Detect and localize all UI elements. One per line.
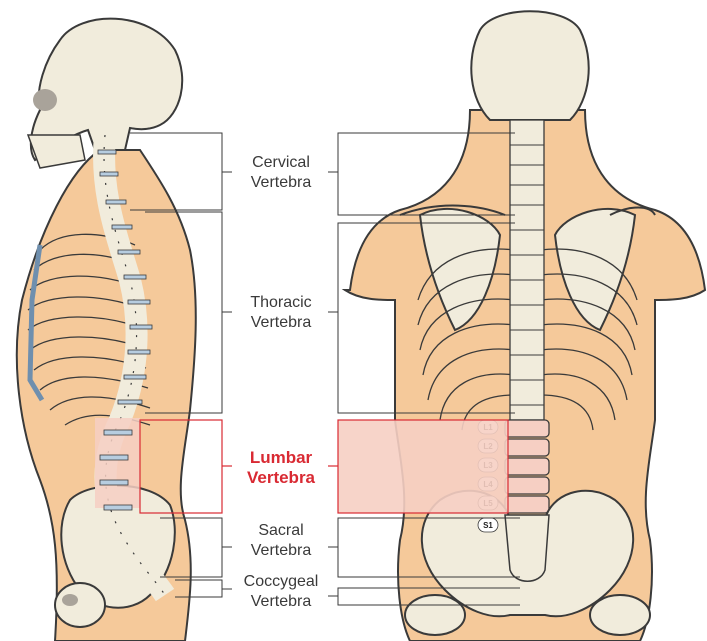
side-pelvis-hole <box>62 594 78 606</box>
bracket-lumbar-right <box>338 420 508 513</box>
region-labels: Cervical Vertebra Thoracic Vertebra Lumb… <box>244 154 319 610</box>
label-thoracic-line2: Vertebra <box>251 314 312 331</box>
label-lumbar-line2: Vertebra <box>247 468 316 487</box>
badge-S1: S1 <box>478 518 498 532</box>
side-jaw <box>28 135 85 168</box>
label-cervical-line1: Cervical <box>252 154 310 171</box>
side-femur-head <box>55 583 105 627</box>
lumbar-brackets <box>140 420 508 513</box>
label-lumbar-line1: Lumbar <box>250 448 313 467</box>
side-view-figure <box>17 19 196 641</box>
back-view-figure <box>345 11 705 641</box>
side-eye-socket <box>33 89 57 111</box>
label-sacral-line1: Sacral <box>258 522 303 539</box>
back-lumbar-vertebrae <box>505 420 549 513</box>
badge-S1-text: S1 <box>483 521 493 530</box>
label-cervical-line2: Vertebra <box>251 174 312 191</box>
label-thoracic-line1: Thoracic <box>250 294 311 311</box>
label-coccygeal-line2: Vertebra <box>251 593 312 610</box>
label-sacral-line2: Vertebra <box>251 542 312 559</box>
left-femur-head <box>405 595 465 635</box>
label-coccygeal-line1: Coccygeal <box>244 573 319 590</box>
back-head <box>471 11 588 120</box>
back-sacrum <box>505 515 549 581</box>
right-femur-head <box>590 595 650 635</box>
